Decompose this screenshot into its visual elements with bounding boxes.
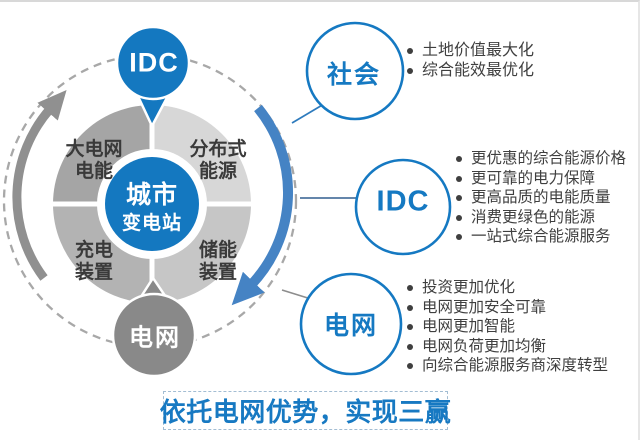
grid-bubble [111, 275, 197, 378]
list-item: 综合能效最优化 [405, 61, 534, 81]
idc-bubble-label: IDC [129, 47, 179, 78]
connector-society [291, 103, 325, 124]
grid-benefits-list: 投资更加优化 电网更加安全可靠 电网更加智能 电网负荷更加均衡 向综合能源服务商… [405, 278, 608, 376]
list-item: 更高品质的电能质量 [454, 188, 626, 208]
list-item: 消费更绿色的能源 [454, 208, 626, 228]
flow-arrow-icon [231, 104, 294, 306]
grid-circle-label: 电网 [323, 312, 379, 340]
quadrant-label-line: 装置 [198, 262, 238, 283]
list-item: 投资更加优化 [405, 278, 608, 298]
quadrant-label-line: 大电网 [65, 139, 123, 160]
idc-circle [354, 158, 452, 256]
hub-label-line2: 变电站 [121, 213, 183, 234]
list-item: 土地价值最大化 [405, 41, 534, 61]
list-item: 一站式综合能源服务 [454, 227, 626, 247]
hub-label-line1: 城市 [125, 181, 179, 209]
hub-circle [105, 157, 199, 251]
grid-bubble-label: 电网 [129, 324, 181, 352]
quadrant-label-charging: 充电 装置 [75, 240, 113, 284]
idc-circle-label: IDC [376, 185, 430, 218]
connector-grid [281, 289, 312, 300]
counter-flow-arrow-icon [12, 90, 67, 281]
list-item: 电网更加安全可靠 [405, 298, 608, 318]
quadrant-label-line: 充电 [74, 240, 114, 261]
slogan-banner: 依托电网优势，实现三赢 [160, 391, 451, 430]
quadrant-label-line: 装置 [74, 262, 114, 283]
quadrant-label-line: 电能 [74, 161, 114, 182]
hub-label: 城市 变电站 [121, 181, 183, 234]
quadrant-label-line: 储能 [198, 240, 238, 261]
idc-benefits-list: 更优惠的综合能源价格 更可靠的电力保障 更高品质的电能质量 消费更绿色的能源 一… [454, 149, 626, 247]
society-circle-label: 社会 [326, 61, 382, 89]
quadrant-label-grid-power: 大电网 电能 [65, 139, 122, 183]
list-item: 更优惠的综合能源价格 [454, 149, 626, 169]
grid-circle [299, 272, 403, 376]
list-item: 电网更加智能 [405, 317, 608, 337]
quadrant-label-distributed-energy: 分布式 能源 [189, 139, 246, 183]
quadrant-label-line: 分布式 [189, 139, 247, 160]
society-circle [305, 21, 405, 121]
society-benefits-list: 土地价值最大化 综合能效最优化 [405, 41, 534, 81]
quadrant-label-line: 能源 [198, 161, 238, 182]
list-item: 电网负荷更加均衡 [405, 337, 608, 357]
quadrant-label-storage: 储能 装置 [199, 240, 237, 284]
list-item: 向综合能源服务商深度转型 [405, 356, 608, 376]
quadrant-wheel [51, 103, 253, 305]
idc-bubble [115, 25, 191, 129]
list-item: 更可靠的电力保障 [454, 169, 626, 189]
